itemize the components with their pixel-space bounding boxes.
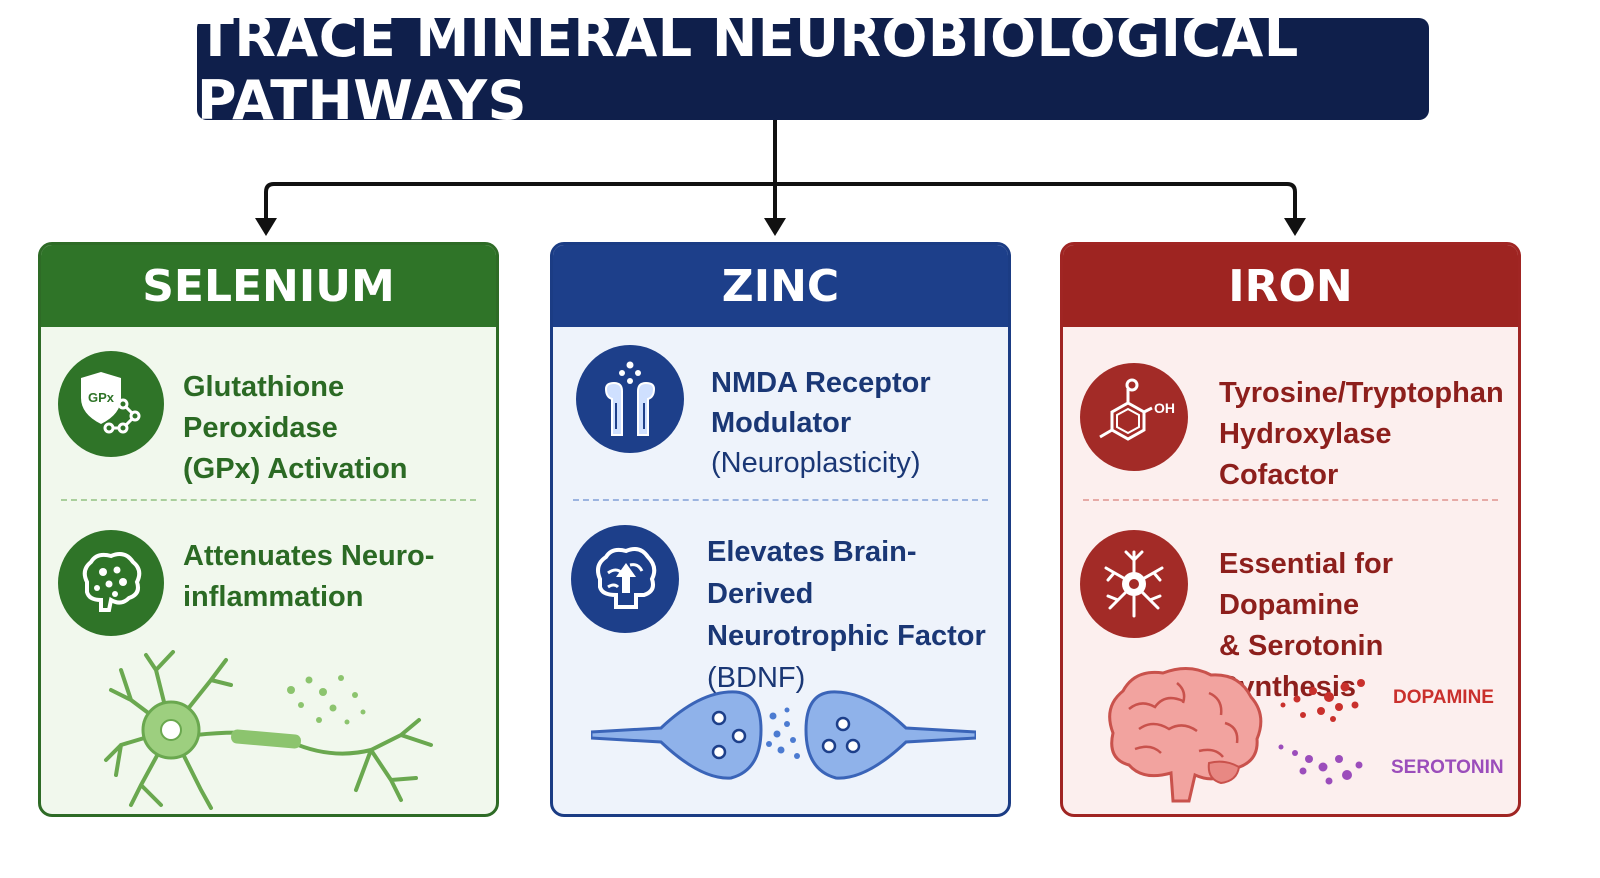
brain-icon [1108, 667, 1263, 803]
gpx-text: Glutathione Peroxidase (GPx) Activation [183, 371, 408, 485]
zinc-header: ZINC [553, 245, 1008, 327]
svg-text:GPx: GPx [88, 390, 115, 405]
zinc-card: ZINC NMDA Receptor Modulator (Neuroplast… [550, 242, 1011, 817]
selenium-divider [61, 499, 476, 501]
zinc-divider [573, 499, 988, 501]
title-banner: TRACE MINERAL NEUROBIOLOGICAL PATHWAYS [197, 6, 1429, 132]
arrow-head-iron [1284, 218, 1306, 236]
molecule-icon: OH [1080, 363, 1188, 471]
serotonin-label: SEROTONIN [1391, 757, 1504, 778]
arrow-head-selenium [255, 218, 277, 236]
neuron-cell-icon [1080, 530, 1188, 638]
synapse-icon [591, 690, 976, 780]
hydroxylase-text: Tyrosine/Tryptophan Hydroxylase Cofactor [1219, 377, 1504, 491]
neuron-icon [104, 650, 433, 810]
inflammation-text: Attenuates Neuro- inflammation [183, 540, 435, 613]
selenium-card: SELENIUM GPx Glutathione Peroxidase (GPx… [38, 242, 499, 817]
svg-text:OH: OH [1154, 400, 1175, 416]
dopamine-label: DOPAMINE [1393, 687, 1494, 708]
connector-branch [264, 182, 1297, 222]
selenium-header: SELENIUM [41, 245, 496, 327]
brain-inflammation-icon [58, 530, 164, 636]
page-title: TRACE MINERAL NEUROBIOLOGICAL PATHWAYS [197, 6, 1299, 132]
connector-arrows [255, 120, 1306, 236]
nmda-receptor-icon [576, 345, 684, 453]
iron-card: IRON OH Tyrosine/Tryptophan Hydroxylase … [1060, 242, 1521, 817]
iron-divider [1083, 499, 1498, 501]
bdnf-text: Elevates Brain-Derived Neurotrophic Fact… [707, 536, 986, 694]
iron-header: IRON [1063, 245, 1518, 327]
nmda-text: NMDA Receptor Modulator (Neuroplasticity… [711, 367, 931, 479]
gpx-shield-icon: GPx [58, 351, 164, 457]
neurotransmitter-particles [1278, 679, 1365, 785]
brain-up-arrow-icon [571, 525, 679, 633]
arrow-head-zinc [764, 218, 786, 236]
